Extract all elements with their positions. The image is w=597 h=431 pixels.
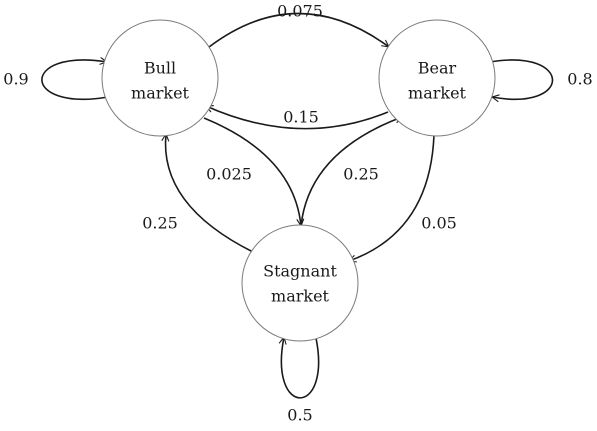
edge-bull-to-bear [208,12,390,48]
state-stagnant-circle [241,224,359,342]
label-stagnant-to-bear: 0.25 [343,165,379,184]
state-stagnant-market: Stagnant market [241,224,359,342]
label-stagnant-self-loop: 0.5 [287,406,312,425]
state-bull-label-line1: Bull [144,59,176,78]
edge-stagnant-self-loop [278,336,320,399]
transition-edges [41,12,554,399]
label-bear-to-stagnant: 0.05 [421,214,457,233]
state-bear-market: Bear market [378,19,496,137]
label-bull-to-stagnant: 0.025 [206,165,252,184]
state-bull-label-line2: market [131,84,190,103]
label-bull-self-loop: 0.9 [3,70,28,89]
edge-stagnant-to-bull [161,133,254,253]
edge-bull-self-loop [41,57,109,101]
label-bear-self-loop: 0.8 [567,70,592,89]
edge-stagnant-to-bear [300,115,403,227]
state-stagnant-label-line1: Stagnant [263,262,337,281]
state-bear-circle [378,19,496,137]
label-bear-to-bull: 0.15 [283,108,319,127]
edge-bear-to-stagnant [348,134,435,263]
transition-labels: 0.075 0.15 0.025 0.25 0.25 0.05 0.9 0.8 … [3,2,592,425]
state-bear-label-line2: market [408,84,467,103]
edge-bear-self-loop [489,59,554,103]
state-bear-label-line1: Bear [418,59,457,78]
edge-bear-to-bull [205,105,389,130]
label-stagnant-to-bull: 0.25 [142,214,178,233]
edge-bull-to-stagnant [203,117,305,227]
state-stagnant-label-line2: market [271,287,330,306]
label-bull-to-bear: 0.075 [277,2,323,21]
state-bull-circle [101,19,219,137]
state-bull-market: Bull market [101,19,219,137]
